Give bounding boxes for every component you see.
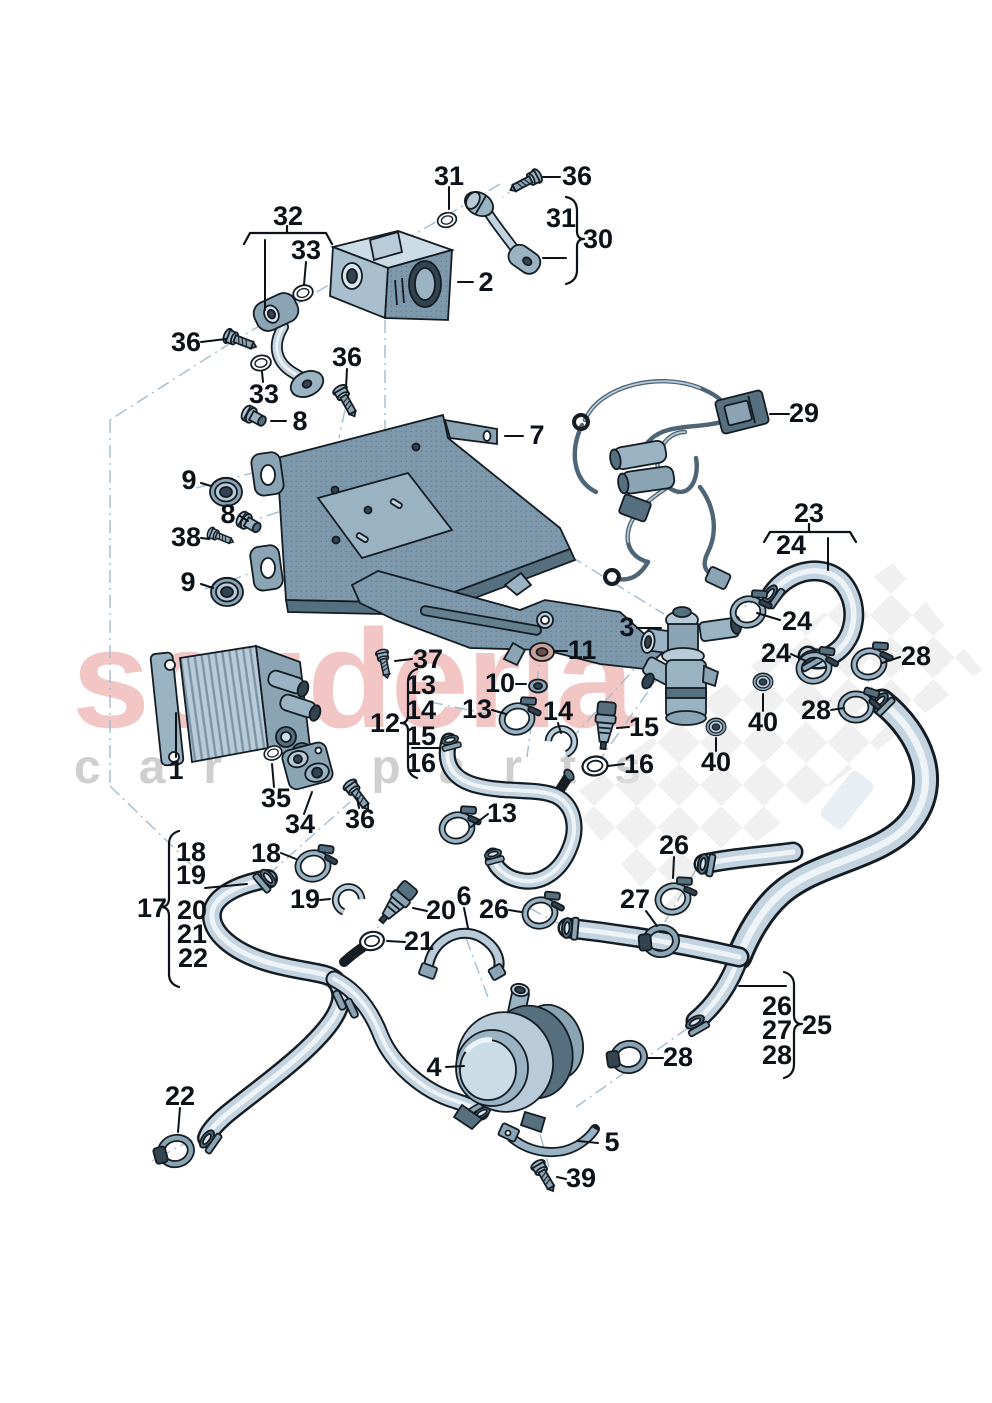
callout-label-8: 8 bbox=[220, 499, 235, 529]
callout-label-22: 22 bbox=[178, 943, 208, 973]
callout-label-21: 21 bbox=[177, 919, 207, 949]
part-pipe-fitting bbox=[463, 190, 542, 275]
callout-label-25: 25 bbox=[802, 1010, 832, 1040]
callout-label-17: 17 bbox=[137, 893, 167, 923]
callout-label-35: 35 bbox=[261, 783, 291, 813]
callout-label-23: 23 bbox=[794, 498, 824, 528]
callout-label-3: 3 bbox=[619, 612, 634, 642]
callout-label-19: 19 bbox=[290, 884, 320, 914]
callout-label-20: 20 bbox=[177, 895, 207, 925]
part-hose-12 bbox=[438, 732, 583, 890]
part-sensor-20 bbox=[372, 878, 420, 929]
callout-label-15: 15 bbox=[629, 712, 659, 742]
callout-label-20: 20 bbox=[426, 895, 456, 925]
callout-label-9: 9 bbox=[180, 567, 195, 597]
callout-label-13: 13 bbox=[406, 670, 436, 700]
callout-label-29: 29 bbox=[789, 398, 819, 428]
callout-label-1: 1 bbox=[168, 755, 183, 785]
callout-label-8: 8 bbox=[292, 406, 307, 436]
callout-label-40: 40 bbox=[748, 707, 778, 737]
part-coolant-pipe bbox=[252, 292, 325, 398]
part-flange bbox=[281, 741, 334, 791]
small-parts bbox=[205, 166, 774, 1196]
part-bracket-arm bbox=[350, 570, 664, 670]
part-hose-17 bbox=[195, 865, 494, 1156]
part-hose-25 bbox=[557, 688, 939, 1038]
callout-label-11: 11 bbox=[568, 635, 597, 665]
group-braces bbox=[159, 195, 858, 1080]
callout-label-22: 22 bbox=[165, 1081, 195, 1111]
callout-label-13: 13 bbox=[462, 694, 492, 724]
callout-label-26: 26 bbox=[659, 830, 689, 860]
callout-label-27: 27 bbox=[620, 884, 650, 914]
callout-label-13: 13 bbox=[487, 798, 517, 828]
callout-label-38: 38 bbox=[171, 522, 201, 552]
callout-label-36: 36 bbox=[171, 327, 201, 357]
callout-label-27: 27 bbox=[762, 1015, 792, 1045]
callout-label-10: 10 bbox=[485, 668, 515, 698]
callout-label-19: 19 bbox=[176, 860, 206, 890]
callout-label-24: 24 bbox=[782, 606, 812, 636]
part-washer-10 bbox=[528, 678, 548, 694]
callout-label-32: 32 bbox=[273, 201, 303, 231]
callout-label-15: 15 bbox=[406, 721, 436, 751]
part-clip-14 bbox=[547, 724, 580, 755]
callout-label-33: 33 bbox=[291, 235, 321, 265]
part-sensor-15 bbox=[592, 700, 618, 751]
callout-label-36: 36 bbox=[345, 804, 375, 834]
callout-label-40: 40 bbox=[701, 747, 731, 777]
callout-label-26: 26 bbox=[762, 991, 792, 1021]
callout-label-33: 33 bbox=[249, 379, 279, 409]
callout-label-26: 26 bbox=[479, 894, 509, 924]
callout-label-2: 2 bbox=[478, 267, 493, 297]
part-clip-19 bbox=[331, 882, 364, 913]
callout-label-28: 28 bbox=[762, 1040, 792, 1070]
callout-label-4: 4 bbox=[426, 1052, 441, 1082]
part-strap-5 bbox=[497, 1122, 600, 1157]
callout-label-37: 37 bbox=[413, 644, 443, 674]
part-solenoid-valve bbox=[329, 230, 455, 321]
part-aux-valve bbox=[640, 606, 743, 726]
callout-label-28: 28 bbox=[663, 1042, 693, 1072]
callout-label-18: 18 bbox=[176, 837, 206, 867]
callout-label-14: 14 bbox=[406, 695, 436, 725]
callout-label-21: 21 bbox=[404, 926, 434, 956]
callout-label-9: 9 bbox=[181, 465, 196, 495]
callout-label-30: 30 bbox=[583, 224, 613, 254]
callout-label-16: 16 bbox=[624, 749, 654, 779]
callout-label-28: 28 bbox=[801, 695, 831, 725]
callout-label-14: 14 bbox=[543, 696, 573, 726]
callout-label-6: 6 bbox=[456, 881, 471, 911]
part-strap-6 bbox=[418, 927, 507, 981]
callout-label-28: 28 bbox=[901, 641, 931, 671]
callout-label-24: 24 bbox=[761, 638, 791, 668]
callout-label-24: 24 bbox=[776, 530, 806, 560]
callout-label-5: 5 bbox=[604, 1127, 619, 1157]
callout-label-7: 7 bbox=[529, 420, 544, 450]
callout-label-12: 12 bbox=[370, 708, 400, 738]
callout-label-34: 34 bbox=[285, 809, 315, 839]
part-washer-11 bbox=[529, 642, 555, 662]
part-wiring-harness bbox=[572, 379, 770, 590]
part-bracket-plate bbox=[249, 413, 577, 616]
callout-label-31: 31 bbox=[546, 203, 576, 233]
callout-label-36: 36 bbox=[562, 161, 592, 191]
callout-label-16: 16 bbox=[406, 748, 436, 778]
part-aux-pump bbox=[452, 982, 584, 1134]
callout-label-18: 18 bbox=[251, 838, 281, 868]
leader-lines bbox=[175, 176, 901, 1180]
callout-label-36: 36 bbox=[332, 342, 362, 372]
callout-label-31: 31 bbox=[434, 161, 464, 191]
callout-label-39: 39 bbox=[566, 1163, 596, 1193]
part-oil-cooler bbox=[149, 644, 322, 767]
